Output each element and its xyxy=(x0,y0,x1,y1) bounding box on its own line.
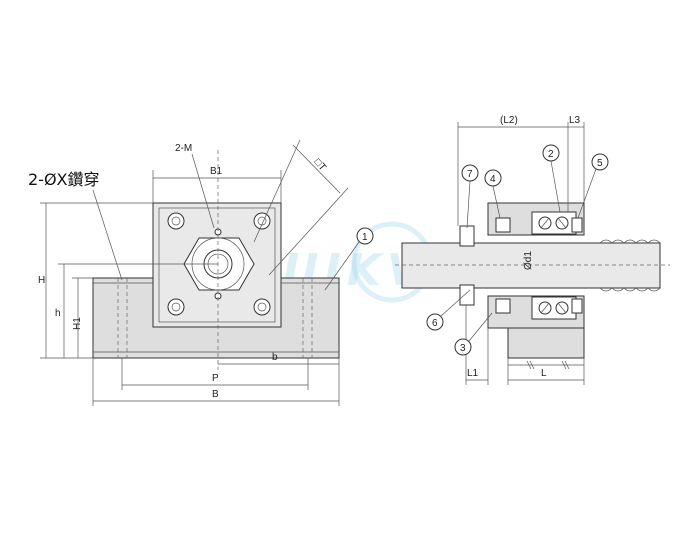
dim-h-low: h xyxy=(55,308,61,319)
right-view: Ød1 (L2) L3 L1 L 7 4 xyxy=(395,115,670,385)
svg-text:2: 2 xyxy=(548,149,554,160)
ball-screw-shaft xyxy=(401,242,661,289)
locknut-bottom xyxy=(459,284,475,306)
svg-text:5: 5 xyxy=(597,158,603,169)
svg-text:3: 3 xyxy=(460,343,466,354)
corner-bolt-top-right xyxy=(253,212,271,230)
dim-l1: L1 xyxy=(467,368,479,379)
dim-b-total: B xyxy=(212,389,219,400)
dim-l3: L3 xyxy=(569,115,581,126)
callout-1: 1 xyxy=(362,232,368,243)
retainer-top xyxy=(571,217,583,233)
callout-4: 4 xyxy=(484,169,502,219)
seal-top xyxy=(495,217,511,233)
corner-bolt-bottom-left xyxy=(167,298,185,316)
svg-text:6: 6 xyxy=(432,318,438,329)
svg-text:4: 4 xyxy=(490,174,496,185)
dim-h-total: H xyxy=(38,275,45,286)
callout-1-circle xyxy=(356,227,374,245)
locknut-top xyxy=(459,225,475,247)
callout-5: 5 xyxy=(577,153,609,219)
callout-7: 7 xyxy=(461,164,479,229)
dim-p: P xyxy=(212,373,219,384)
corner-bolt-bottom-right xyxy=(253,298,271,316)
dim-t: □T xyxy=(312,157,328,173)
seal-bottom xyxy=(495,298,511,314)
svg-text:7: 7 xyxy=(467,169,473,180)
dim-b-small: b xyxy=(272,352,278,363)
bearing-top xyxy=(531,211,577,235)
corner-bolt-top-left xyxy=(167,212,185,230)
thread-label: 2-M xyxy=(175,143,192,154)
callout-2: 2 xyxy=(542,144,561,213)
retainer-bottom xyxy=(571,298,583,314)
callout-3: 3 xyxy=(454,312,493,356)
dim-h1: H1 xyxy=(72,317,83,330)
bearing-bottom xyxy=(531,296,577,320)
hole-note: 2-ØX鑽穿 xyxy=(28,170,100,189)
callout-6: 6 xyxy=(426,289,471,331)
left-view: B1 2-M □T 2-ØX鑽穿 H h H1 b P xyxy=(28,139,374,406)
dim-l: L xyxy=(541,368,547,379)
dim-d1: Ød1 xyxy=(523,251,534,270)
dim-b1: B1 xyxy=(210,166,223,177)
dim-l2: (L2) xyxy=(500,115,518,126)
